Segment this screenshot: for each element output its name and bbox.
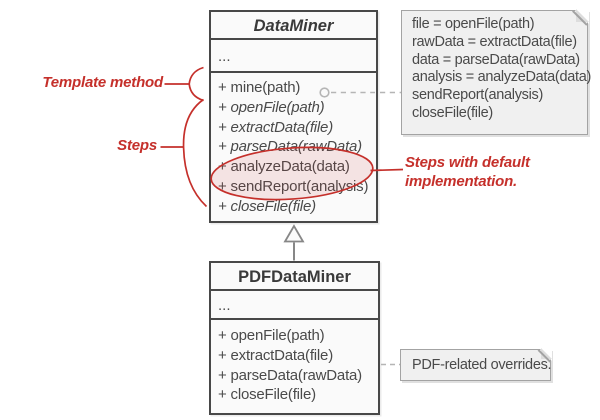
note-overrides: PDF-related overrides.: [400, 348, 552, 381]
pdfdataminer-fields-placeholder: ...: [211, 291, 378, 320]
method-closefile: + closeFile(file): [218, 197, 316, 215]
class-box-pdfdataminer: PDFDataMiner ... + openFile(path) + extr…: [209, 261, 380, 415]
note-line: closeFile(file): [412, 104, 493, 121]
class-box-dataminer: DataMiner ... + mine(path) + openFile(pa…: [209, 10, 378, 223]
pdfdataminer-method-list: + openFile(path) + extractData(file) + p…: [211, 320, 378, 405]
note-line: data = parseData(rawData): [412, 51, 580, 68]
class-title-dataminer: DataMiner: [211, 12, 376, 40]
method-openfile: + openFile(path): [218, 98, 325, 116]
note-algorithm: file = openFile(path) rawData = extractD…: [401, 9, 591, 135]
steps-brace: [182, 98, 208, 208]
note-overrides-text: PDF-related overrides.: [412, 357, 552, 373]
method-sendreport: + sendReport(analysis): [218, 177, 369, 195]
note-line: file = openFile(path): [412, 16, 535, 32]
method-extractdata: + extractData(file): [218, 118, 333, 136]
method-mine: + mine(path): [218, 79, 301, 96]
inheritance-triangle-icon: [283, 224, 305, 243]
method-pdf-openfile: + openFile(path): [218, 327, 325, 344]
dataminer-fields-placeholder: ...: [211, 40, 376, 73]
class-title-pdfdataminer: PDFDataMiner: [211, 263, 378, 291]
dataminer-method-list: + mine(path) + openFile(path) + extractD…: [211, 73, 376, 217]
annotation-steps-default: Steps with default implementation.: [405, 154, 530, 190]
note-line: rawData = extractData(file): [412, 33, 577, 50]
method-parsedata: + parseData(rawData): [218, 138, 362, 156]
method-pdf-extractdata: + extractData(file): [218, 346, 333, 364]
note-line: sendReport(analysis): [412, 87, 544, 104]
annotation-template-method: Template method: [42, 74, 163, 91]
template-method-brace: [188, 66, 204, 102]
method-pdf-parsedata: + parseData(rawData): [218, 366, 362, 384]
note-line: analysis = analyzeData(data): [412, 69, 591, 86]
method-pdf-closefile: + closeFile(file): [218, 386, 316, 404]
method-analyzedata: + analyzeData(data): [218, 158, 350, 176]
annotation-steps: Steps: [117, 137, 157, 154]
